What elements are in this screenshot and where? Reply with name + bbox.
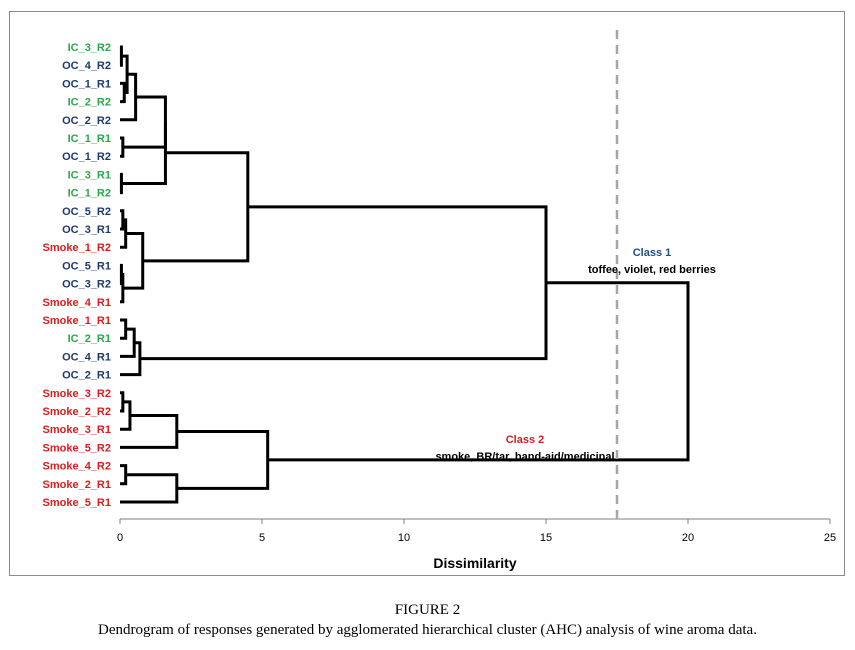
leaf-label-smoke-3-r1: Smoke_3_R1: [43, 424, 112, 436]
leaf-label-smoke-2-r2: Smoke_2_R2: [43, 406, 112, 418]
dendrogram-link-18: [139, 205, 548, 361]
leaf-label-ic-2-r1: IC_2_R1: [68, 333, 111, 345]
leaf-label-smoke-1-r2: Smoke_1_R2: [43, 242, 112, 254]
dendrogram-link-11: [119, 263, 123, 286]
figure-caption: FIGURE 2 Dendrogram of responses generat…: [0, 600, 855, 640]
dendrogram-link-2: [120, 81, 126, 104]
dendrogram-link-1: [119, 45, 123, 67]
leaf-label-smoke-4-r1: Smoke_4_R1: [43, 297, 112, 309]
leaf-label-oc-3-r2: OC_3_R2: [62, 279, 111, 291]
leaf-label-oc-2-r2: OC_2_R2: [62, 115, 111, 127]
dendrogram-link-8: [121, 122, 167, 185]
dendrogram-link-15: [120, 318, 128, 340]
dendrogram-link-24: [176, 429, 270, 490]
leaf-label-smoke-4-r2: Smoke_4_R2: [43, 461, 112, 473]
leaf-label-oc-2-r1: OC_2_R1: [62, 370, 111, 382]
leaf-label-oc-5-r2: OC_5_R2: [62, 206, 111, 218]
x-tick-label-25: 25: [824, 532, 836, 544]
dendrogram-link-7: [119, 172, 123, 195]
leaf-label-smoke-3-r2: Smoke_3_R2: [43, 388, 112, 400]
leaf-label-smoke-2-r1: Smoke_2_R1: [43, 479, 112, 491]
leaf-label-oc-1-r2: OC_1_R2: [62, 151, 111, 163]
dendrogram-link-17: [120, 341, 142, 377]
dendrogram-link-5: [120, 136, 125, 158]
leaf-label-ic-3-r2: IC_3_R2: [68, 42, 111, 54]
class-1-description: toffee, violet, red berries: [588, 264, 716, 276]
x-tick-label-15: 15: [540, 532, 552, 544]
dendrogram-link-22: [120, 464, 128, 486]
leaf-label-ic-3-r1: IC_3_R1: [68, 169, 111, 181]
leaf-label-oc-3-r1: OC_3_R1: [62, 224, 111, 236]
leaf-label-oc-5-r1: OC_5_R1: [62, 260, 111, 272]
dendrogram-link-23: [120, 473, 179, 504]
x-tick-label-20: 20: [682, 532, 694, 544]
leaf-label-oc-4-r1: OC_4_R1: [62, 351, 111, 363]
leaf-label-oc-1-r1: OC_1_R1: [62, 78, 111, 90]
leaf-labels: IC_3_R2OC_4_R2OC_1_R1IC_2_R2OC_2_R2IC_1_…: [43, 42, 112, 509]
leaf-label-ic-2-r2: IC_2_R2: [68, 97, 111, 109]
dendrogram-link-25: [267, 281, 690, 462]
leaf-label-ic-1-r2: IC_1_R2: [68, 188, 111, 200]
class-1-label: Class 1: [633, 247, 672, 259]
dendrogram-link-19: [120, 391, 125, 413]
dendrogram-link-6: [122, 95, 167, 149]
class-2-label: Class 2: [506, 434, 545, 446]
dendrogram-branches: [119, 45, 690, 504]
x-tick-label-10: 10: [398, 532, 410, 544]
dendrogram-link-9: [120, 209, 125, 231]
x-tick-label-0: 0: [117, 532, 123, 544]
x-axis: 0 5 10 15 20 25: [117, 518, 836, 544]
chart-frame: [9, 11, 845, 576]
x-tick-label-5: 5: [259, 532, 265, 544]
class-2-description: smoke, BR/tar, band-aid/medicinal: [435, 451, 614, 463]
leaf-label-smoke-5-r1: Smoke_5_R1: [43, 497, 112, 509]
leaf-label-smoke-1-r1: Smoke_1_R1: [43, 315, 112, 327]
leaf-label-ic-1-r1: IC_1_R1: [68, 133, 111, 145]
x-axis-title: Dissimilarity: [433, 555, 516, 571]
caption-label: FIGURE 2: [394, 602, 461, 618]
caption-text: Dendrogram of responses generated by agg…: [98, 622, 757, 638]
dendrogram-chart: IC_3_R2OC_4_R2OC_1_R1IC_2_R2OC_2_R2IC_1_…: [43, 30, 836, 571]
dendrogram-link-14: [142, 151, 250, 263]
leaf-label-oc-4-r2: OC_4_R2: [62, 60, 111, 72]
leaf-label-smoke-5-r2: Smoke_5_R2: [43, 442, 112, 454]
